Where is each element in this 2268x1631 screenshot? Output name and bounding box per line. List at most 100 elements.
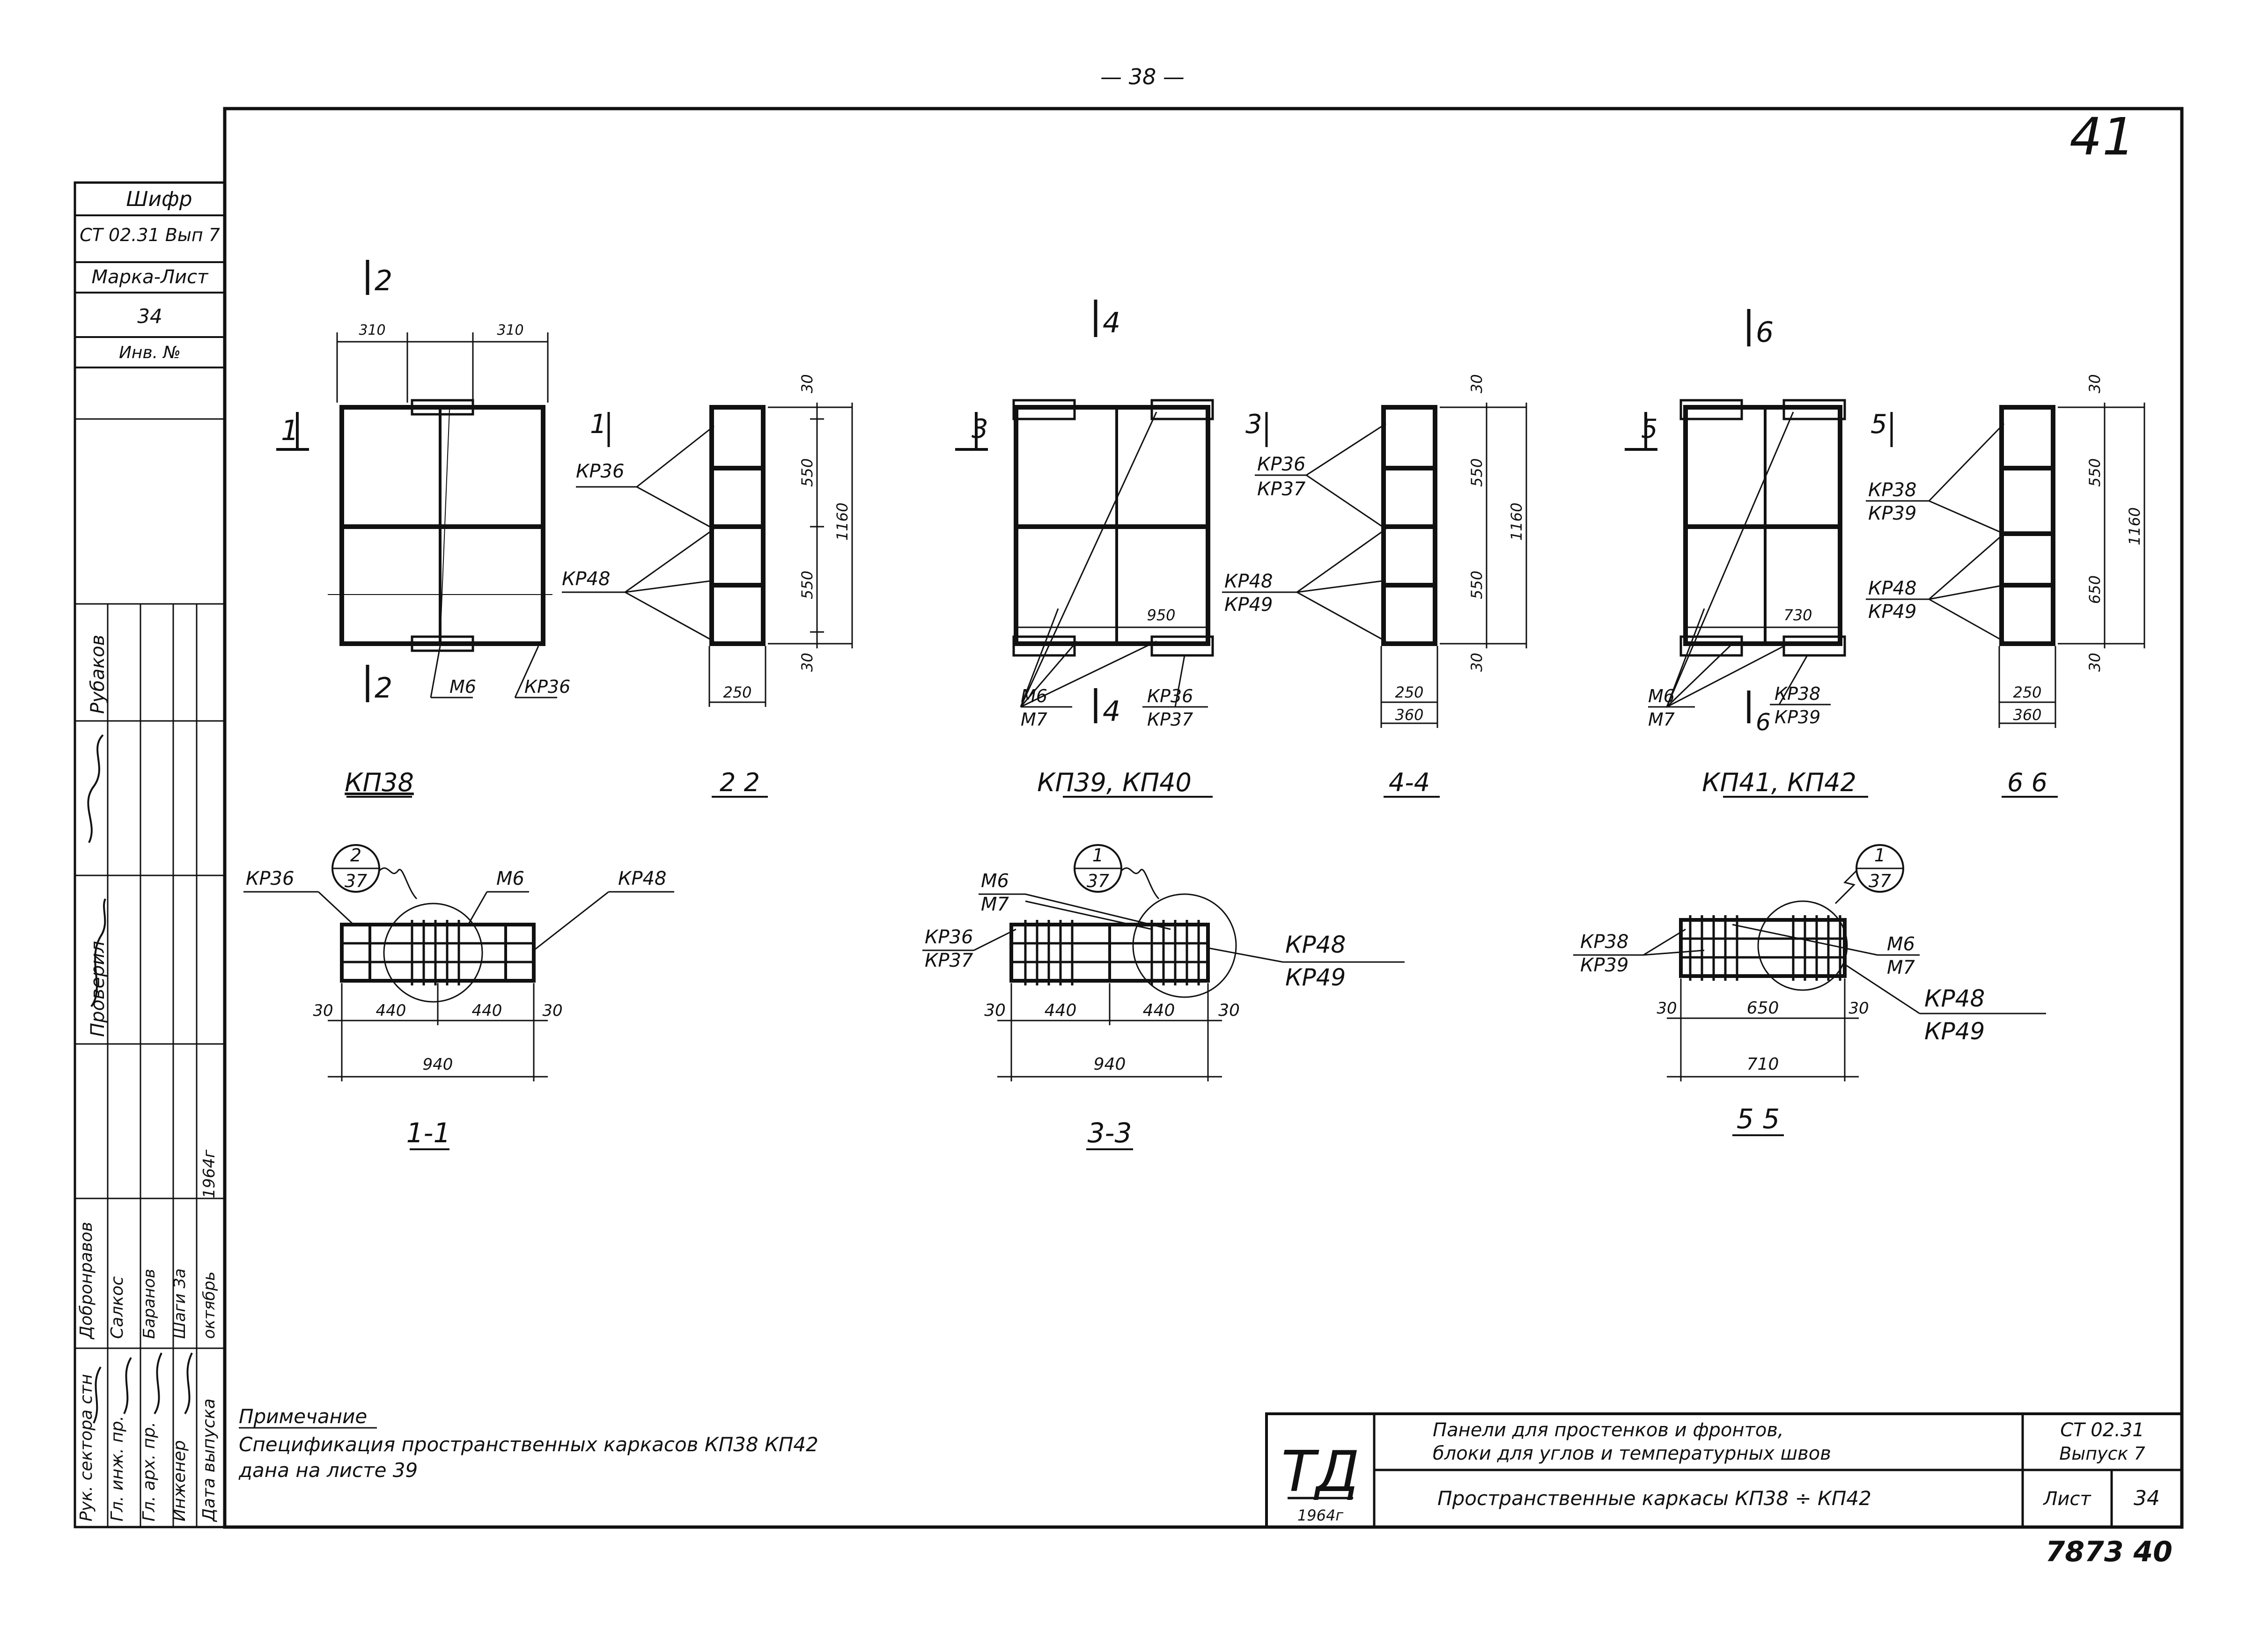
- s22-section-1: 1: [590, 409, 607, 440]
- kp41-label-kr38-bottom: КР38: [1775, 683, 1820, 704]
- view-section-4-4: 30 550 550 30 1160 250 360 3 КР36 КР37 К…: [1222, 374, 1527, 798]
- s33-label-m7: М7: [981, 894, 1009, 915]
- s55-dim-650: 650: [1747, 999, 1779, 1018]
- s66-label-kr48: КР48: [1868, 578, 1916, 599]
- kp38-label-m6: М6: [449, 676, 476, 697]
- stamp-mark-sheet-value: 34: [137, 305, 162, 328]
- kp38-label-kr36-bottom: КР36: [524, 676, 570, 697]
- s22-title: 2 2: [720, 768, 760, 797]
- view-kp41: 6 6 5 730 М6 М7 КР38 КР39 КП41, КП42: [1625, 309, 1868, 798]
- subtitle: Пространственные каркасы КП38 ÷ КП42: [1437, 1487, 1871, 1510]
- s44-dim-250: 250: [1395, 683, 1423, 701]
- page-number: — 38 —: [1100, 64, 1185, 89]
- stamp-name-5: 1964г: [200, 1149, 219, 1198]
- s11-label-kr36: КР36: [246, 868, 294, 889]
- s22-dim-250: 250: [723, 683, 751, 701]
- kp41-section-top-label: 6: [1756, 316, 1774, 349]
- view-kp38: 310 310 2 2 1 М6 КР36 КП38: [276, 260, 570, 798]
- s33-label-kr48: КР48: [1285, 931, 1346, 958]
- stamp-role-4: Инженер: [170, 1440, 189, 1521]
- s33-dim-30-left: 30: [984, 1001, 1006, 1020]
- s55-dim-30-left: 30: [1657, 999, 1677, 1018]
- s44-label-kr36: КР36: [1257, 454, 1305, 475]
- s55-dim-30-right: 30: [1848, 999, 1869, 1018]
- title-block: ТД 1964г Панели для простенков и фронтов…: [1265, 1412, 2183, 1528]
- side-stamp: Шифр СТ 02.31 Вып 7 Марка-Лист 34 Инв. №…: [74, 181, 226, 1528]
- s55-label-kr39: КР39: [1580, 955, 1628, 976]
- s11-dim-440b: 440: [472, 1001, 502, 1020]
- s33-label-kr37: КР37: [925, 950, 973, 971]
- s33-label-m6: М6: [981, 870, 1009, 892]
- s33-dim-940: 940: [1094, 1055, 1126, 1074]
- stamp-inv-label: Инв. №: [119, 343, 181, 362]
- s55-title: 5 5: [1737, 1103, 1780, 1135]
- s11-title: 1-1: [406, 1117, 451, 1149]
- stamp-name-1: Добронравов: [77, 1222, 96, 1340]
- s66-title: 6 6: [2007, 768, 2047, 797]
- s11-dim-30-left: 30: [313, 1001, 333, 1020]
- kp38-section-bottom-label: 2: [375, 672, 392, 705]
- view-section-3-3: 1 37 М6 М7 КР36 КР37 КР48 КР49 30 440 44…: [922, 844, 1405, 1150]
- description-line-1: Панели для простенков и фронтов,: [1433, 1419, 1784, 1441]
- s22-label-kr48: КР48: [562, 568, 610, 590]
- year: 1964г: [1297, 1506, 1343, 1524]
- s66-dim-550: 550: [2086, 458, 2104, 487]
- kp41-label-kr39-bottom: КР39: [1775, 707, 1820, 727]
- s44-dim-1160: 1160: [1508, 503, 1525, 541]
- s66-dim-360: 360: [2013, 706, 2041, 724]
- s55-label-m6: М6: [1887, 933, 1915, 955]
- issue: Выпуск 7: [2059, 1443, 2145, 1464]
- stamp-code-value: СТ 02.31 Вып 7: [80, 225, 220, 245]
- s11-label-kr48: КР48: [618, 868, 666, 889]
- s11-dim-940: 940: [423, 1055, 453, 1074]
- note-title: Примечание: [239, 1405, 367, 1428]
- stamp-role-3: Гл. арх. пр.: [140, 1422, 159, 1521]
- stamp-name-4: Шаги За: [170, 1268, 189, 1339]
- stamp-code-label: Шифр: [126, 187, 192, 211]
- sheet-label: Лист: [2042, 1488, 2091, 1510]
- stamp-rubakov: Рубаков: [87, 635, 109, 714]
- note-line-1: Спецификация пространственных каркасов К…: [239, 1433, 818, 1456]
- kp38-title: КП38: [345, 768, 414, 797]
- kp41-dim-730: 730: [1783, 606, 1812, 624]
- kp39-label-kr36-bottom: КР36: [1147, 686, 1193, 706]
- s33-label-kr49: КР49: [1285, 964, 1346, 991]
- s33-dim-30-right: 30: [1218, 1001, 1240, 1020]
- stamp-name-3: Баранов: [140, 1269, 159, 1339]
- s33-callout-bottom: 37: [1087, 871, 1109, 891]
- kp38-section-top-label: 2: [375, 264, 392, 297]
- s22-dim-550a: 550: [798, 458, 816, 487]
- s55-label-kr49: КР49: [1924, 1018, 1985, 1045]
- s55-callout-top: 1: [1874, 845, 1885, 866]
- kp41-label-m7: М7: [1648, 709, 1675, 730]
- s44-label-kr49: КР49: [1224, 594, 1273, 616]
- kp38-dim-right: 310: [497, 322, 523, 338]
- sheet-number: 34: [2134, 1486, 2160, 1510]
- s66-label-kr49: КР49: [1868, 601, 1916, 623]
- kp41-title: КП41, КП42: [1702, 768, 1856, 797]
- kp38-section-side-label: 1: [281, 414, 299, 447]
- s11-label-m6: М6: [496, 868, 524, 889]
- kp39-label-m7: М7: [1021, 709, 1047, 730]
- s55-callout-bottom: 37: [1869, 871, 1891, 891]
- stamp-release-month: октябрь: [200, 1271, 219, 1339]
- description-line-2: блоки для углов и температурных швов: [1433, 1443, 1831, 1464]
- s66-dim-30-bottom: 30: [2086, 653, 2104, 672]
- s44-dim-360: 360: [1395, 706, 1423, 724]
- stamp-mark-sheet-label: Марка-Лист: [92, 266, 209, 288]
- s44-dim-30-bottom: 30: [1468, 653, 1486, 672]
- s33-dim-440b: 440: [1143, 1001, 1175, 1020]
- stamp-role-5: Дата выпуска: [199, 1398, 219, 1522]
- s22-label-kr36: КР36: [576, 461, 624, 482]
- kp41-section-side-label: 5: [1641, 414, 1658, 444]
- series: СТ 02.31: [2060, 1419, 2144, 1441]
- s44-dim-30-top: 30: [1468, 374, 1486, 393]
- view-section-2-2: 30 550 550 30 1160 250 1 КР36 КР48 2 2: [562, 374, 853, 798]
- kp39-section-top-label: 4: [1103, 307, 1120, 339]
- corner-number: 41: [2069, 107, 2135, 167]
- view-kp39: 4 4 3 950 М6 М7 КР36 КР37 КП39, КП40: [955, 300, 1214, 798]
- s11-dim-30-right: 30: [542, 1001, 562, 1020]
- kp39-section-side-label: 3: [972, 414, 988, 444]
- s66-section-5: 5: [1870, 409, 1887, 440]
- s55-label-m7: М7: [1887, 957, 1915, 978]
